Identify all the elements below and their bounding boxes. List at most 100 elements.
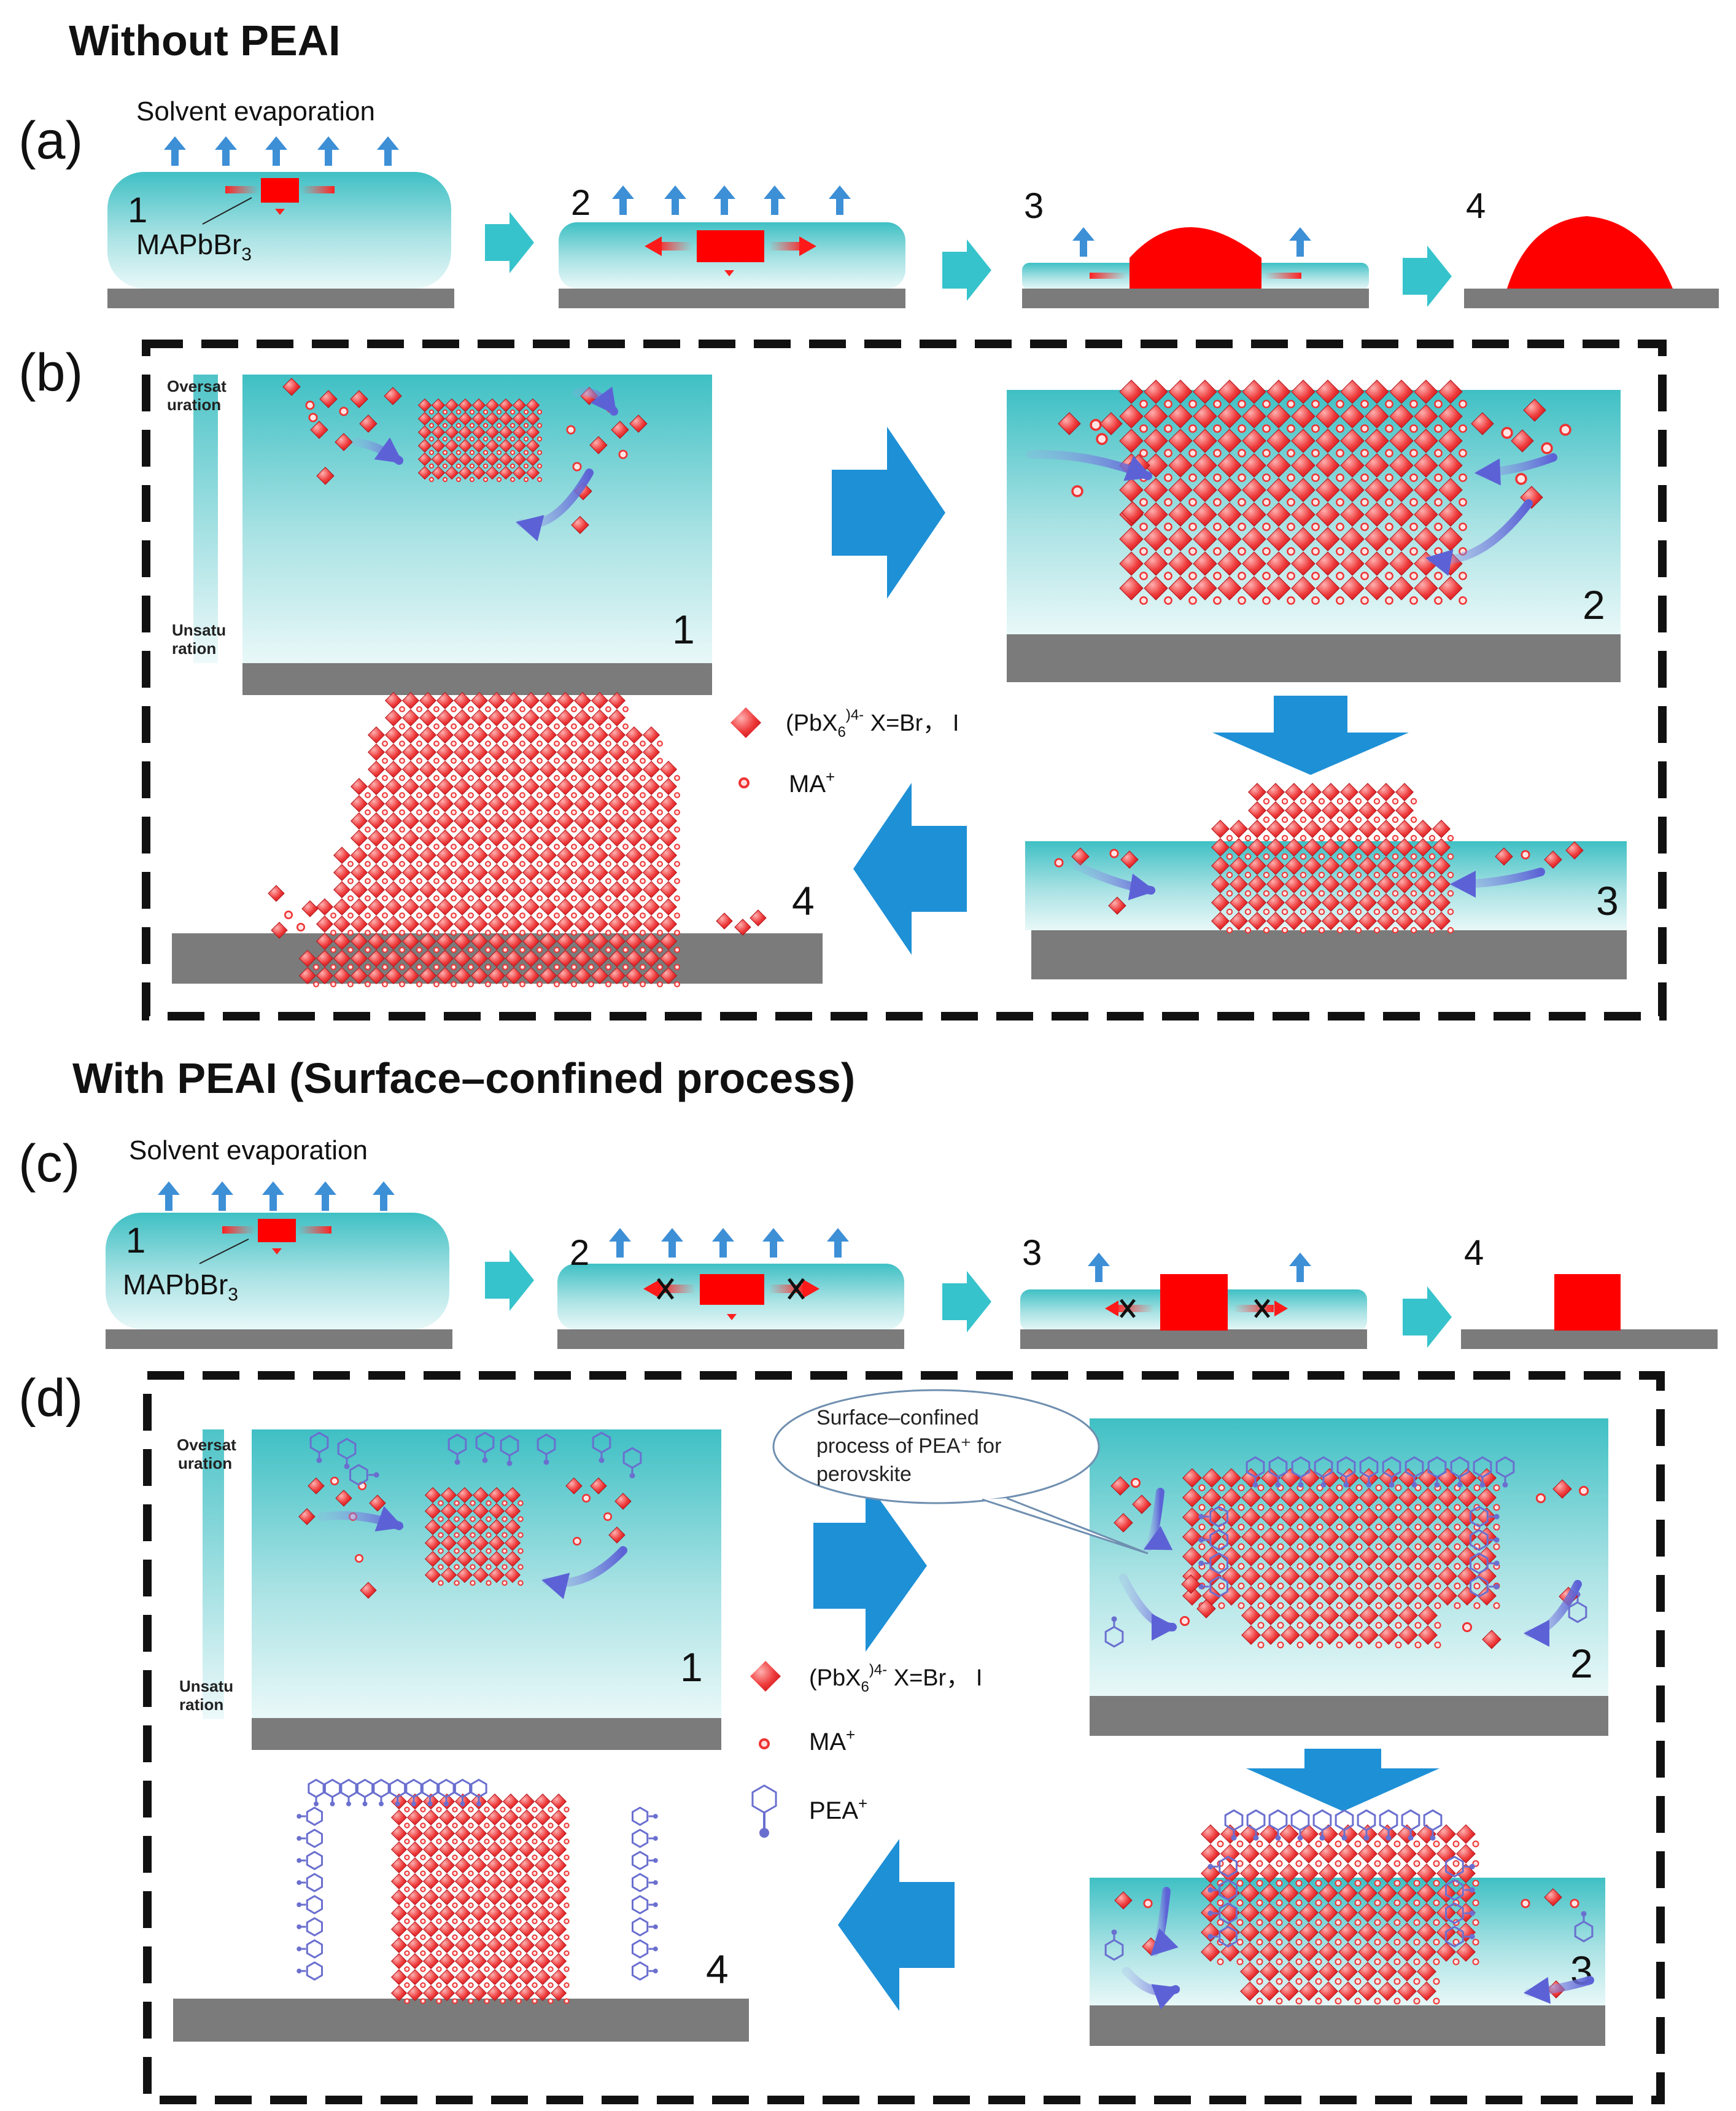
octahedron	[1322, 912, 1340, 930]
octahedron	[1438, 1566, 1457, 1586]
ma-ion	[622, 826, 629, 833]
ma-ion	[452, 1998, 458, 2004]
ma-ion	[1318, 853, 1325, 860]
octahedron	[1242, 453, 1266, 478]
ma-ion	[451, 981, 457, 987]
ma-ion	[1277, 1641, 1284, 1649]
octahedron	[1456, 1942, 1476, 1962]
octahedron	[1414, 893, 1432, 912]
ma-ion	[581, 1493, 591, 1503]
octahedron	[608, 760, 626, 779]
octahedron	[444, 452, 459, 467]
pea-ligand	[1198, 1506, 1228, 1528]
ma-ion	[1335, 1899, 1342, 1907]
ma-ion	[554, 826, 560, 833]
octahedron	[488, 1518, 505, 1536]
octahedron	[1201, 1922, 1220, 1942]
ma-ion	[1385, 498, 1393, 507]
octahedron	[1261, 1547, 1281, 1566]
panel-c: Solvent evaporation 1 MAPbBr3 2	[106, 1135, 1718, 1349]
octahedron	[406, 1969, 424, 1986]
octahedron	[436, 846, 454, 865]
octahedron	[1211, 912, 1230, 930]
evaporation-arrow-icon	[827, 1228, 849, 1258]
pea-ligand	[1207, 1879, 1238, 1901]
octahedron	[431, 465, 446, 480]
ma-ion	[485, 930, 491, 936]
octahedron	[1389, 576, 1414, 601]
ma-ion	[382, 861, 388, 867]
evaporation-arrow-icon	[612, 185, 634, 215]
octahedron	[498, 425, 513, 440]
octahedron	[1261, 1586, 1281, 1606]
octahedron	[486, 1793, 503, 1810]
ma-ion	[496, 422, 502, 429]
ma-ion	[468, 1950, 474, 1956]
step-c3: 3	[1020, 1233, 1367, 1349]
octahedron	[444, 411, 459, 426]
ma-ion	[1318, 890, 1325, 897]
octahedron	[539, 949, 557, 968]
octahedron	[401, 881, 420, 899]
octahedron	[1241, 1625, 1261, 1645]
ma-ion	[1300, 871, 1307, 879]
octahedron	[1144, 527, 1168, 551]
ma-ion	[1459, 523, 1467, 531]
pea-ligand	[631, 1851, 658, 1870]
pea-ligand	[349, 1464, 379, 1486]
ma-ion	[1238, 1543, 1245, 1550]
octahedron	[522, 966, 540, 985]
ma-ion	[1395, 1582, 1402, 1590]
octahedron	[1266, 502, 1291, 527]
ma-ion	[454, 1548, 460, 1554]
ma-ion	[468, 912, 474, 919]
ma-ion	[1287, 498, 1295, 507]
ma-ion	[452, 1854, 458, 1860]
ma-ion	[1256, 1919, 1263, 1926]
octahedron	[1339, 1507, 1359, 1527]
ma-ion	[1409, 400, 1418, 408]
octahedron	[659, 777, 678, 796]
ma-ion	[416, 861, 422, 867]
ma-ion	[622, 930, 629, 936]
ma-ion	[1472, 1860, 1479, 1867]
ma-ion	[1535, 1493, 1546, 1504]
ma-ion	[1452, 1958, 1460, 1965]
ma-ion	[564, 1934, 570, 1940]
octahedron	[534, 1857, 551, 1874]
ma-ion	[640, 758, 646, 764]
octahedron	[608, 1526, 626, 1544]
octahedron	[525, 398, 540, 413]
ma-ion	[433, 826, 440, 833]
ma-ion	[605, 826, 611, 833]
octahedron	[487, 691, 506, 710]
evaporation-arrow-icon	[215, 136, 237, 166]
ma-ion	[1473, 1582, 1481, 1590]
octahedron	[1414, 502, 1438, 527]
ma-ion	[1139, 572, 1148, 580]
octahedron	[1397, 1981, 1417, 2001]
octahedron	[1397, 1844, 1417, 1864]
octahedron	[487, 777, 506, 796]
ma-ion	[1393, 1840, 1401, 1848]
ma-ion	[420, 1806, 426, 1813]
ma-ion	[1393, 1938, 1401, 1946]
ma-ion	[1434, 596, 1443, 605]
octahedron	[518, 1921, 535, 1938]
octahedron	[522, 863, 540, 882]
octahedron	[1211, 820, 1230, 838]
crystal-d1	[424, 1487, 524, 1586]
ma-ion	[1213, 547, 1222, 556]
octahedron	[525, 438, 540, 453]
ma-ion	[382, 844, 388, 850]
octahedron	[539, 829, 557, 847]
ma-ion	[1354, 1978, 1362, 1985]
octahedron	[1220, 1942, 1240, 1962]
ma-ion	[1336, 424, 1344, 433]
octahedron	[608, 846, 626, 865]
ma-ion	[588, 964, 594, 970]
ma-ion	[420, 1934, 426, 1940]
octahedron	[550, 1809, 567, 1826]
ma-ion	[1374, 1899, 1381, 1907]
